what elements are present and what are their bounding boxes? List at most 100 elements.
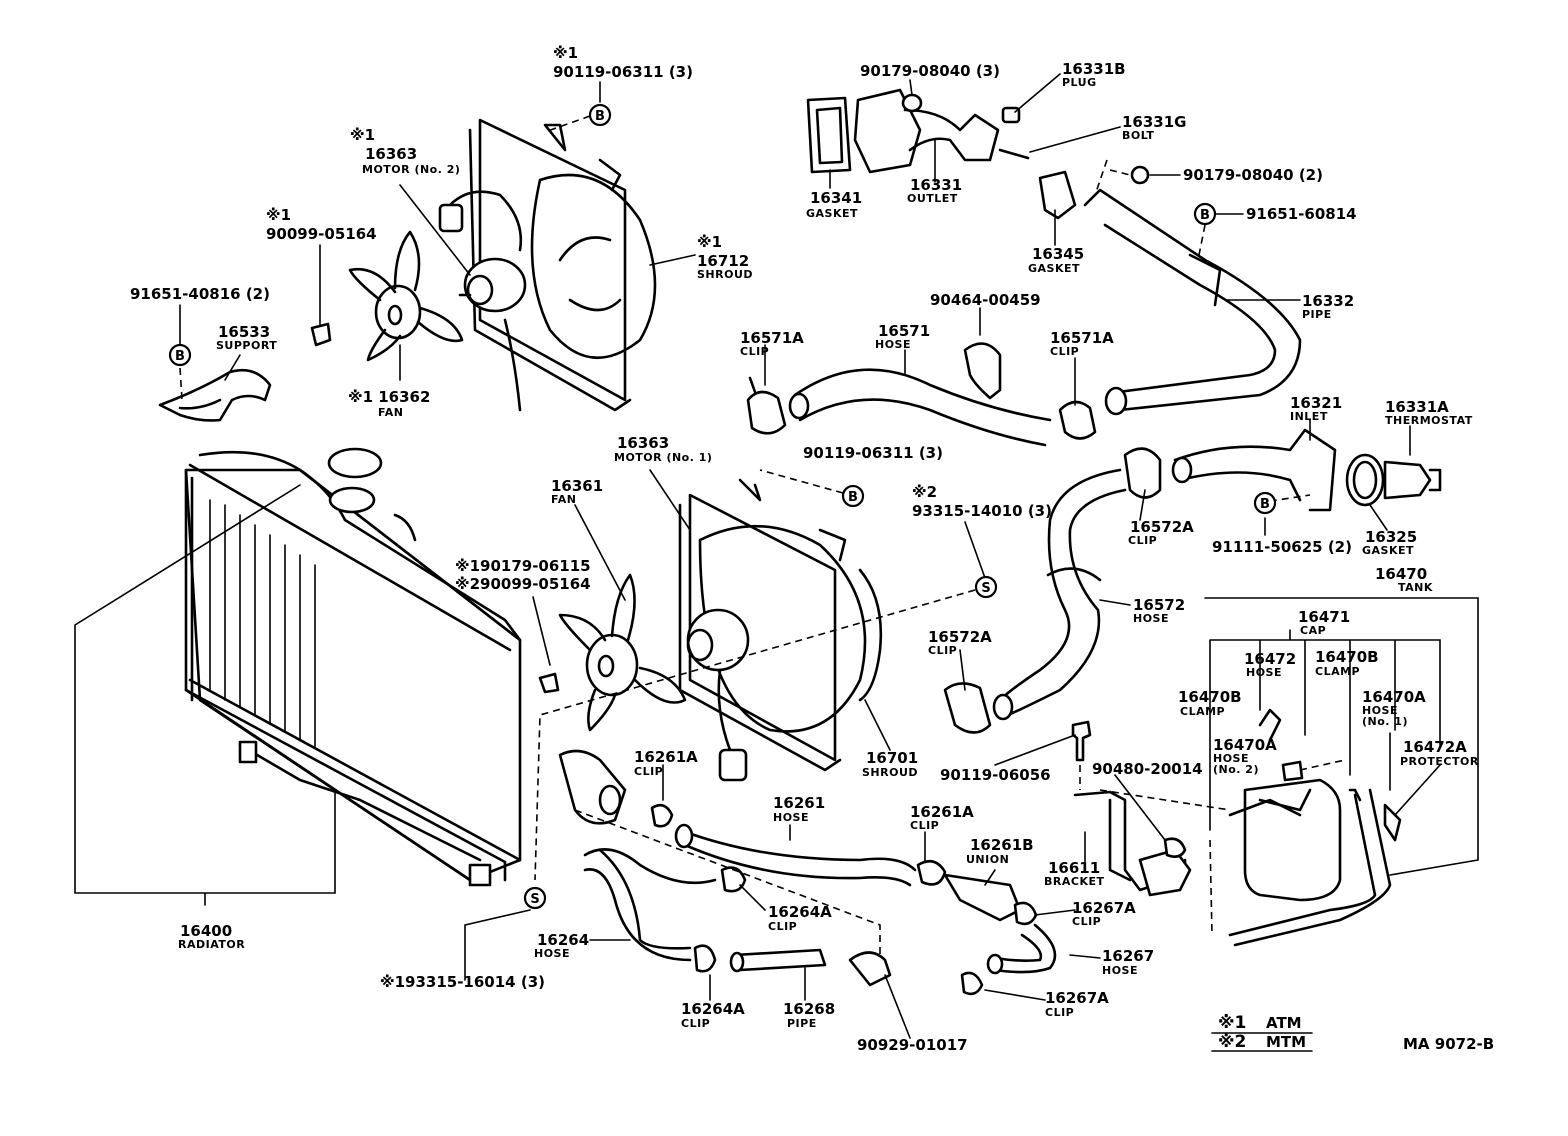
label-clip16267a-number: 16267A bbox=[1072, 899, 1136, 917]
label-93315-number: 93315-14010 (3) bbox=[912, 502, 1052, 520]
clip-90929-drawing bbox=[848, 951, 892, 987]
label-outlet-name: OUTLET bbox=[907, 192, 958, 205]
label-hose16472-name: HOSE bbox=[1246, 666, 1282, 679]
union-drawing bbox=[943, 873, 1022, 922]
reservoir-tank-drawing bbox=[1228, 708, 1402, 947]
clip-90099-drawing bbox=[310, 322, 332, 347]
label-90119-b: 90119-06311 (3) bbox=[803, 444, 943, 462]
label-protector-name: PROTECTOR bbox=[1400, 755, 1479, 768]
label-clip16264a-name: CLIP bbox=[768, 920, 797, 933]
hose-16264-drawing bbox=[583, 848, 717, 962]
label-hose2-number: 16572 bbox=[1133, 596, 1185, 614]
legend: ※1 ATM ※2 MTM bbox=[1218, 1013, 1306, 1052]
label-clip16261a2-name: CLIP bbox=[910, 819, 939, 832]
label-p1-note: ※1 bbox=[553, 44, 578, 62]
label-bracket-number: 16611 bbox=[1048, 859, 1100, 877]
label-clip16572a-number: 16572A bbox=[1130, 518, 1194, 536]
label-hose16264-number: 16264 bbox=[537, 931, 589, 949]
label-91651-40816: 91651-40816 (2) bbox=[130, 285, 270, 303]
shroud-no1-drawing bbox=[678, 478, 883, 772]
label-support-name: SUPPORT bbox=[216, 339, 277, 352]
label-hoseno2-number: 16470A bbox=[1213, 736, 1277, 754]
label-hoseno1-number: 16470A bbox=[1362, 688, 1426, 706]
clip-90099-b-drawing bbox=[538, 672, 560, 694]
label-outlet-number: 16331 bbox=[910, 176, 962, 194]
hose-16571-drawing bbox=[788, 368, 1052, 447]
water-fitting-drawing bbox=[558, 749, 627, 825]
label-hoseno2-name: HOSE bbox=[1213, 752, 1249, 765]
label-hoseno1-name: HOSE bbox=[1362, 704, 1398, 717]
clip-16261a-b-drawing bbox=[916, 860, 947, 886]
clip-16264a-drawing bbox=[720, 866, 747, 893]
label-motor2-note: ※1 bbox=[350, 126, 375, 144]
svg-text:S: S bbox=[981, 581, 990, 596]
label-shroud2-number: 16712 bbox=[697, 252, 749, 270]
legend-note2-symbol: ※2 bbox=[1218, 1032, 1246, 1052]
label-gasket1-name: GASKET bbox=[806, 207, 858, 220]
marker-b-3: B bbox=[1193, 202, 1217, 226]
label-hose16267-number: 16267 bbox=[1102, 947, 1154, 965]
part-labels: ※1 90119-06311 (3) ※1 16363 MOTOR (No. 2… bbox=[130, 44, 1479, 1054]
clip-16572a-top-drawing bbox=[1123, 447, 1162, 499]
svg-text:B: B bbox=[1260, 497, 1270, 512]
label-clamp2-name: CLAMP bbox=[1315, 665, 1360, 678]
label-clip16572a2-number: 16572A bbox=[928, 628, 992, 646]
label-p1-number: 90119-06311 (3) bbox=[553, 63, 693, 81]
label-tank-name: TANK bbox=[1398, 581, 1433, 594]
label-clamp2-number: 16470B bbox=[1315, 648, 1379, 666]
label-clip16264a2-number: 16264A bbox=[681, 1000, 745, 1018]
clip-16572a-bottom-drawing bbox=[943, 682, 992, 734]
label-cap-name: CAP bbox=[1300, 624, 1326, 637]
label-90480: 90480-20014 bbox=[1092, 760, 1203, 778]
label-hose16267-name: HOSE bbox=[1102, 964, 1138, 977]
leader-lines bbox=[74, 73, 1479, 1052]
label-93315-16014: ※193315-16014 (3) bbox=[380, 973, 545, 991]
label-cap-number: 16471 bbox=[1298, 608, 1350, 626]
label-radiator-name: RADIATOR bbox=[178, 938, 245, 951]
clip-16267a-b-drawing bbox=[960, 971, 984, 996]
label-clip16572a2-name: CLIP bbox=[928, 644, 957, 657]
label-plug-name: PLUG bbox=[1062, 76, 1097, 89]
inlet-drawing bbox=[1171, 428, 1442, 512]
label-90099-note: ※1 bbox=[266, 206, 291, 224]
label-90929: 90929-01017 bbox=[857, 1036, 968, 1054]
hose-16267-drawing bbox=[986, 923, 1057, 975]
svg-text:B: B bbox=[175, 349, 185, 364]
label-90099-number: 90099-05164 bbox=[266, 225, 377, 243]
shroud-no2-drawing bbox=[468, 118, 657, 412]
label-union-name: UNION bbox=[966, 853, 1009, 866]
label-90119-06056: 90119-06056 bbox=[940, 766, 1051, 784]
label-hose16261-name: HOSE bbox=[773, 811, 809, 824]
label-hoseno2-sub: (No. 2) bbox=[1213, 763, 1259, 776]
label-90464: 90464-00459 bbox=[930, 291, 1041, 309]
label-clip16261a2-number: 16261A bbox=[910, 803, 974, 821]
label-clamp1-number: 16470B bbox=[1178, 688, 1242, 706]
label-pipe-name: PIPE bbox=[1302, 308, 1332, 321]
motor-no1-drawing bbox=[686, 608, 750, 782]
label-hose16261-number: 16261 bbox=[773, 794, 825, 812]
label-protector-number: 16472A bbox=[1403, 738, 1467, 756]
label-thermostat-name: THERMOSTAT bbox=[1385, 414, 1473, 427]
label-plug-number: 16331B bbox=[1062, 60, 1126, 78]
label-clipA-name: CLIP bbox=[740, 345, 769, 358]
legend-note1-symbol: ※1 bbox=[1218, 1013, 1246, 1033]
label-fan1-name: FAN bbox=[551, 493, 576, 506]
label-clip16261a-number: 16261A bbox=[634, 748, 698, 766]
label-91111: 91111-50625 (2) bbox=[1212, 538, 1352, 556]
label-motor2-number: 16363 bbox=[365, 145, 417, 163]
label-clip16267a-name: CLIP bbox=[1072, 915, 1101, 928]
marker-s-2: S bbox=[523, 886, 547, 910]
label-fan2-number: ※1 16362 bbox=[348, 388, 430, 406]
label-shroud2-note: ※1 bbox=[697, 233, 722, 251]
label-shroud1-name: SHROUD bbox=[862, 766, 918, 779]
marker-b-1: B bbox=[588, 103, 612, 127]
label-hose16264-name: HOSE bbox=[534, 947, 570, 960]
label-91651-60814: 91651-60814 bbox=[1246, 205, 1357, 223]
label-93315-note: ※2 bbox=[912, 483, 937, 501]
pipe-16268-drawing bbox=[729, 948, 827, 973]
label-90179-06115: ※190179-06115 bbox=[455, 557, 591, 575]
label-hose2-name: HOSE bbox=[1133, 612, 1169, 625]
label-shroud2-name: SHROUD bbox=[697, 268, 753, 281]
radiator-drawing bbox=[184, 447, 522, 887]
